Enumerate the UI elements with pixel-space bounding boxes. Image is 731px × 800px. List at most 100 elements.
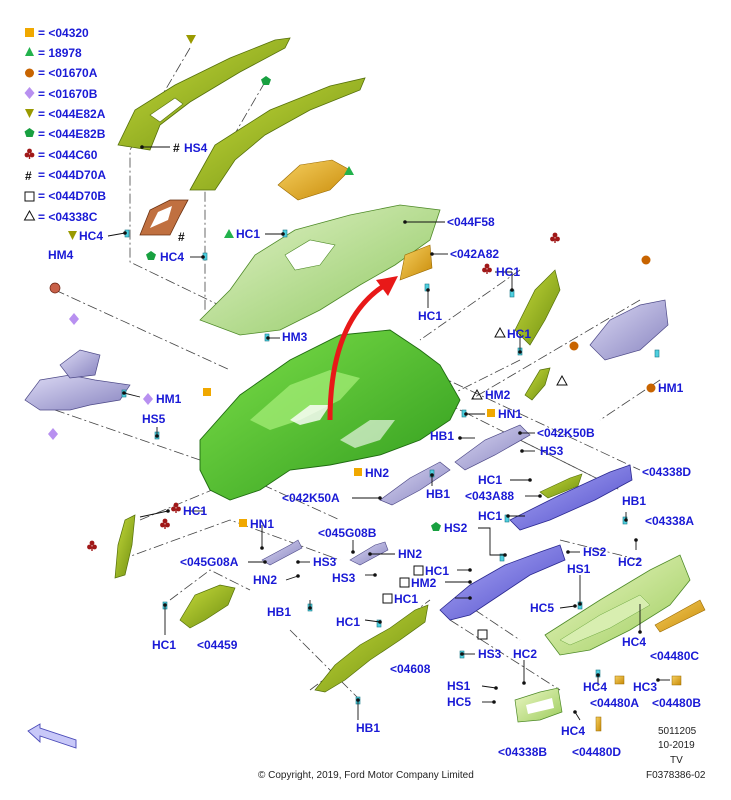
part-callout: HM4 bbox=[48, 248, 74, 262]
part-callout: HC1 bbox=[507, 327, 531, 341]
circle-symbol-icon bbox=[569, 341, 579, 351]
part-callout: <042K50B bbox=[537, 426, 595, 440]
part-callout: <04459 bbox=[197, 638, 238, 652]
part-callout: HC3 bbox=[633, 680, 657, 694]
diamond-symbol-icon bbox=[143, 393, 153, 405]
diamond-symbol-icon bbox=[48, 428, 58, 440]
triangle-outline-symbol-icon bbox=[23, 209, 36, 221]
part-callout: <04480C bbox=[650, 649, 699, 663]
triangle-outline-symbol-icon bbox=[494, 326, 506, 338]
part-callout: HS2 bbox=[444, 521, 468, 535]
part-callout: HC1 bbox=[336, 615, 360, 629]
part-callout: <04480A bbox=[590, 696, 639, 710]
part-callout: HM1 bbox=[658, 381, 684, 395]
pentagon-symbol-icon bbox=[146, 251, 156, 260]
square-outline-symbol-icon bbox=[477, 629, 488, 640]
part-callout: HC4 bbox=[583, 680, 607, 694]
part-callout: <04338D bbox=[642, 465, 691, 479]
amber-trim-80c bbox=[654, 599, 706, 633]
part-callout: <04338B bbox=[498, 745, 547, 759]
small-trim-piece bbox=[524, 367, 551, 401]
part-callout: HS3 bbox=[313, 555, 337, 569]
part-callout: HC1 bbox=[418, 309, 442, 323]
part-callout: HS1 bbox=[447, 679, 471, 693]
pentagon-symbol-icon bbox=[24, 128, 35, 137]
part-callout: <04338A bbox=[645, 514, 694, 528]
part-callout: HN2 bbox=[398, 547, 422, 561]
part-callout: HM2 bbox=[485, 388, 511, 402]
part-callout: <043A88 bbox=[465, 489, 514, 503]
part-callout: HM3 bbox=[282, 330, 308, 344]
blue-bracket-g08a bbox=[261, 539, 303, 566]
triangle-down-symbol-icon bbox=[68, 231, 77, 240]
upper-trim-panel-a bbox=[117, 37, 291, 151]
part-callout: HB1 bbox=[430, 429, 454, 443]
blue-duct-lower bbox=[439, 544, 566, 621]
lower-trim-608 bbox=[314, 604, 429, 693]
part-callout: HN1 bbox=[250, 517, 274, 531]
triangle-symbol-icon bbox=[224, 229, 234, 238]
part-callout: <04608 bbox=[390, 662, 431, 676]
club-symbol-icon bbox=[482, 263, 492, 274]
footer: © Copyright, 2019, Ford Motor Company Li… bbox=[258, 726, 706, 781]
part-callout: <042A82 bbox=[450, 247, 499, 261]
part-callout: HC1 bbox=[152, 638, 176, 652]
part-callout: HC4 bbox=[561, 724, 585, 738]
upper-dash-panel bbox=[199, 204, 441, 336]
square-outline-symbol-icon bbox=[24, 191, 35, 202]
part-callout: HS3 bbox=[478, 647, 502, 661]
part-callout: HB1 bbox=[622, 494, 646, 508]
part-callout: HN1 bbox=[498, 407, 522, 421]
triangle-symbol-icon bbox=[25, 47, 34, 56]
part-callout: <044F58 bbox=[447, 215, 495, 229]
part-callout: HB1 bbox=[267, 605, 291, 619]
part-callout: HM2 bbox=[411, 576, 437, 590]
part-callout: HC5 bbox=[447, 695, 471, 709]
part-callout: HC4 bbox=[160, 250, 184, 264]
left-end-panel bbox=[114, 514, 136, 579]
red-arrow bbox=[327, 276, 398, 421]
part-callout: HC1 bbox=[183, 504, 207, 518]
part-callout: HS2 bbox=[583, 545, 607, 559]
pentagon-symbol-icon bbox=[261, 76, 271, 85]
part-callout: HC2 bbox=[618, 555, 642, 569]
circle-symbol-icon bbox=[646, 383, 656, 393]
legend-entry: = <04338C bbox=[38, 210, 98, 224]
part-callout: <042K50A bbox=[282, 491, 340, 505]
triangle-outline-symbol-icon bbox=[556, 374, 568, 386]
part-callout: <04480B bbox=[652, 696, 701, 710]
speaker-grille bbox=[277, 159, 351, 201]
amber-clip-80b bbox=[671, 675, 682, 686]
part-callout: HC5 bbox=[530, 601, 554, 615]
legend-entry: = <044E82B bbox=[38, 127, 106, 141]
leader-lines bbox=[107, 145, 670, 721]
part-callout: HC2 bbox=[513, 647, 537, 661]
blue-duct-k50b bbox=[454, 424, 531, 471]
triangle-down-symbol-icon bbox=[25, 109, 34, 118]
amber-clip-80d bbox=[595, 716, 602, 732]
triangle-outline-symbol-icon bbox=[471, 388, 483, 400]
part-callout: HC1 bbox=[478, 473, 502, 487]
part-callout: HC1 bbox=[478, 509, 502, 523]
lime-bracket-a88 bbox=[539, 473, 583, 499]
amber-trim-a82 bbox=[399, 244, 433, 281]
triangle-down-symbol-icon bbox=[186, 35, 196, 44]
part-callout: <045G08B bbox=[318, 526, 377, 540]
small-bracket-frame bbox=[139, 199, 189, 236]
part-callout: HS1 bbox=[567, 562, 591, 576]
part-callout: HS3 bbox=[332, 571, 356, 585]
legend-entry: = <04320 bbox=[38, 26, 89, 40]
annotation-symbols: # bbox=[48, 35, 651, 640]
part-callout: HC1 bbox=[425, 564, 449, 578]
club-symbol-icon bbox=[171, 502, 181, 513]
glove-box-panel bbox=[544, 554, 691, 656]
part-callout: <045G08A bbox=[180, 555, 239, 569]
legend-entry: = <044C60 bbox=[38, 148, 98, 162]
square-outline-symbol-icon bbox=[413, 565, 424, 576]
part-callout: HN2 bbox=[365, 466, 389, 480]
club-symbol-icon bbox=[160, 518, 170, 529]
part-callout: <04480D bbox=[572, 745, 621, 759]
triangle-symbol-icon bbox=[344, 166, 354, 175]
hash-symbol-icon: # bbox=[25, 169, 32, 183]
part-callout: HS3 bbox=[540, 444, 564, 458]
